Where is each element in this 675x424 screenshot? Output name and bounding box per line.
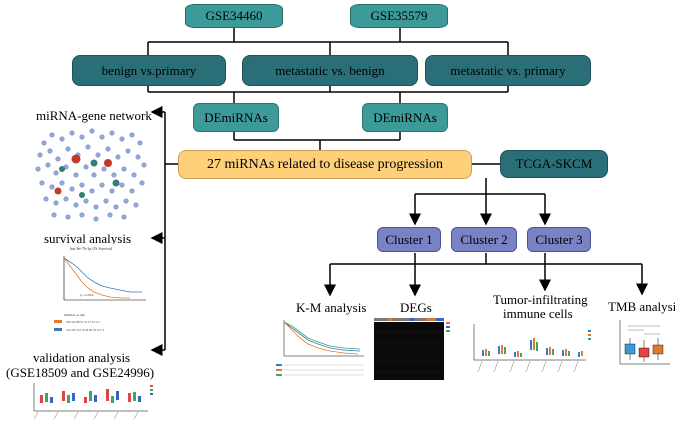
comparison-metastatic-benign: metastatic vs. benign [242,55,418,86]
demirnas-right: DEmiRNAs [362,103,448,132]
network-label: miRNA-gene network [36,108,152,123]
tcga-skcm-box: TCGA-SKCM [500,150,608,178]
tmb-analysis-label: TMB analysis [608,299,675,314]
svg-text:210 163 112 70 46 30 18 10 5 2: 210 163 112 70 46 30 18 10 5 2 [66,328,105,332]
comparison-metastatic-benign-label: metastatic vs. benign [275,62,385,78]
svg-text:196 141 88 51 31 17 9 5 2 1: 196 141 88 51 31 17 9 5 2 1 [66,320,100,324]
survival-curve-image: hsa-let-7b-3p OS Survival p = 0.016 Numb… [50,244,150,344]
svg-text:Number at risk: Number at risk [64,313,85,317]
survival-label: survival analysis [44,231,132,246]
dataset-gse35579-label: GSE35579 [370,8,428,23]
comparison-metastatic-primary-label: metastatic vs. primary [450,62,566,78]
svg-text:hsa-let-7b-3p OS Survival: hsa-let-7b-3p OS Survival [70,246,113,251]
comparison-metastatic-primary: metastatic vs. primary [425,55,591,86]
cluster-2-label: Cluster 2 [460,231,508,247]
cluster-1-label: Cluster 1 [385,231,433,247]
svg-text:p = 0.016: p = 0.016 [80,293,94,297]
dataset-gse35579: GSE35579 [350,4,448,28]
degs-label: DEGs [400,300,432,315]
central-mirna-box: 27 miRNAs related to disease progression [178,150,472,179]
cluster-1: Cluster 1 [377,227,441,252]
demirnas-left-label: DEmiRNAs [204,109,268,125]
cluster-2: Cluster 2 [451,227,517,252]
km-analysis-label: K-M analysis [296,300,367,315]
immune-cells-boxplot-image [468,320,596,380]
dataset-gse34460: GSE34460 [185,4,283,28]
immune-cells-label-2: immune cells [503,306,573,321]
km-curve-image [274,316,368,382]
dataset-gse34460-label: GSE34460 [205,8,263,23]
validation-label-2: (GSE18509 and GSE24996) [6,365,155,380]
cluster-3-label: Cluster 3 [535,231,583,247]
central-mirna-label: 27 miRNAs related to disease progression [206,156,443,172]
demirnas-right-label: DEmiRNAs [373,109,437,125]
immune-cells-label-1: Tumor-infiltrating [493,292,588,307]
demirnas-left: DEmiRNAs [193,103,279,132]
validation-label-1: validation analysis [33,350,131,365]
comparison-benign-primary-label: benign vs.primary [101,62,197,78]
degs-heatmap-image [370,316,456,384]
validation-boxplot-image [28,381,164,421]
tmb-boxplot-image [614,316,672,378]
tcga-skcm-label: TCGA-SKCM [515,156,593,171]
mirna-gene-network-image [32,125,150,225]
comparison-benign-primary: benign vs.primary [72,55,226,86]
cluster-3: Cluster 3 [527,227,591,252]
